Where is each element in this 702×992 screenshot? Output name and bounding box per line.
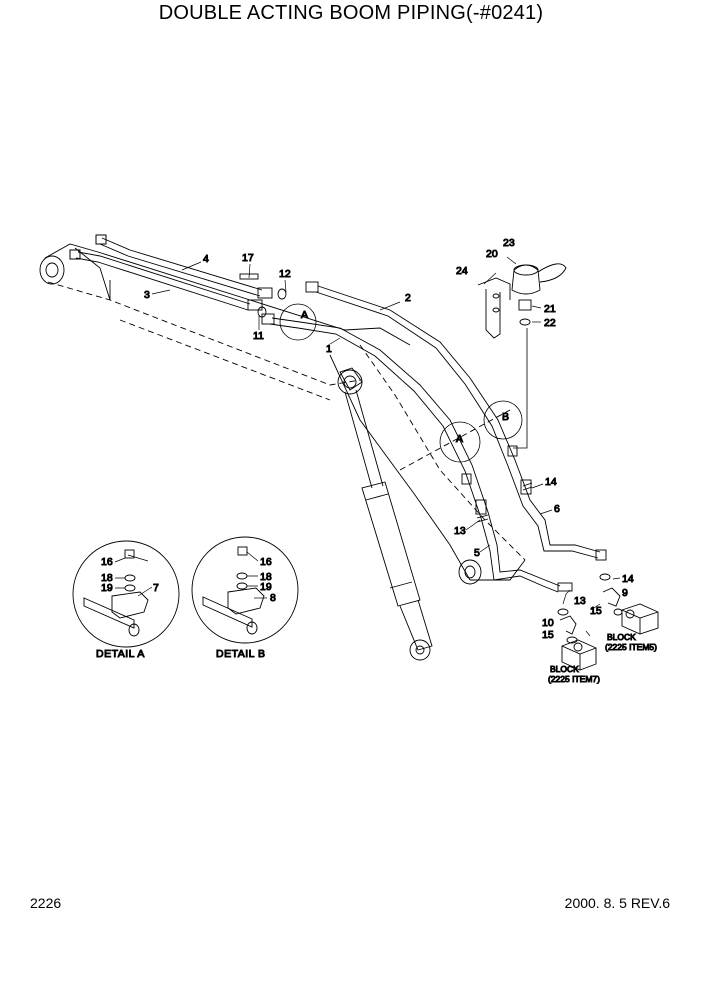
o-ring-22 <box>519 318 531 326</box>
part-label-21: 21 <box>544 303 556 315</box>
block-item5 <box>621 603 659 635</box>
part-label-23: 23 <box>503 237 515 249</box>
detail-b-label-16: 16 <box>260 556 272 568</box>
callout-label-a-upper: A <box>301 309 308 321</box>
part-label-13-lower: 13 <box>574 595 586 607</box>
part-label-5: 5 <box>474 547 480 559</box>
pipe-3-end <box>69 249 81 260</box>
part-label-14-lower: 14 <box>622 573 634 585</box>
cap-20 <box>511 263 567 295</box>
detail-a-caption: DETAIL A <box>96 648 145 660</box>
part-label-20: 20 <box>486 248 498 260</box>
callout-circle-a-lower <box>439 421 481 463</box>
part-label-10: 10 <box>542 617 554 629</box>
part-label-15-right: 15 <box>590 605 602 617</box>
revision-date: 2000. 8. 5 REV.6 <box>564 895 670 911</box>
detail-b-caption: DETAIL B <box>216 648 266 660</box>
pipe-3 <box>75 251 251 311</box>
part-label-3: 3 <box>144 289 150 301</box>
part-label-15-left: 15 <box>542 629 554 641</box>
block-5-label: BLOCK <box>607 632 636 642</box>
part-label-22: 22 <box>544 317 556 329</box>
pipe-4 <box>99 237 263 297</box>
detail-b-label-19: 19 <box>260 581 272 593</box>
fitting-21 <box>518 299 532 311</box>
part-label-13-upper: 13 <box>454 525 466 537</box>
detail-a-label-7: 7 <box>153 582 159 594</box>
page-title: DOUBLE ACTING BOOM PIPING(-#0241) <box>158 2 544 24</box>
block-7-ref: (2225 ITEM7) <box>548 674 600 684</box>
pipe-1 <box>269 317 561 593</box>
detail-a <box>72 540 180 648</box>
part-label-4: 4 <box>203 253 209 265</box>
pipe-fittings <box>239 273 607 592</box>
part-label-9: 9 <box>622 587 628 599</box>
part-label-24: 24 <box>456 265 468 277</box>
callout-circle-a-upper <box>279 303 317 341</box>
part-label-11: 11 <box>253 330 264 342</box>
pipe-2 <box>315 285 601 559</box>
part-label-12: 12 <box>279 268 291 280</box>
part-label-14-upper: 14 <box>545 476 557 488</box>
detail-b-label-18: 18 <box>260 571 272 583</box>
detail-a-label-19: 19 <box>101 582 113 594</box>
block-fittings <box>557 573 623 644</box>
detail-b-label-8: 8 <box>270 592 276 604</box>
boom-outline <box>39 243 526 585</box>
callout-circle-b <box>483 400 523 440</box>
part-label-1: 1 <box>326 343 332 355</box>
block-item7 <box>561 639 597 671</box>
pipe-4-end <box>95 234 107 245</box>
block-5-ref: (2225 ITEM5) <box>605 642 657 652</box>
leader-lines <box>127 256 621 637</box>
callout-label-b: B <box>502 411 509 423</box>
callout-label-a-lower: A <box>456 433 463 445</box>
page-number: 2226 <box>30 895 62 911</box>
boom-cylinder <box>337 369 433 661</box>
block-7-label: BLOCK <box>550 664 579 674</box>
part-label-17: 17 <box>242 252 254 264</box>
bracket-24 <box>477 277 511 339</box>
part-label-6: 6 <box>554 503 560 515</box>
detail-a-label-18: 18 <box>101 572 113 584</box>
detail-a-label-16: 16 <box>101 556 113 568</box>
detail-b <box>191 536 299 644</box>
part-label-2: 2 <box>405 292 411 304</box>
